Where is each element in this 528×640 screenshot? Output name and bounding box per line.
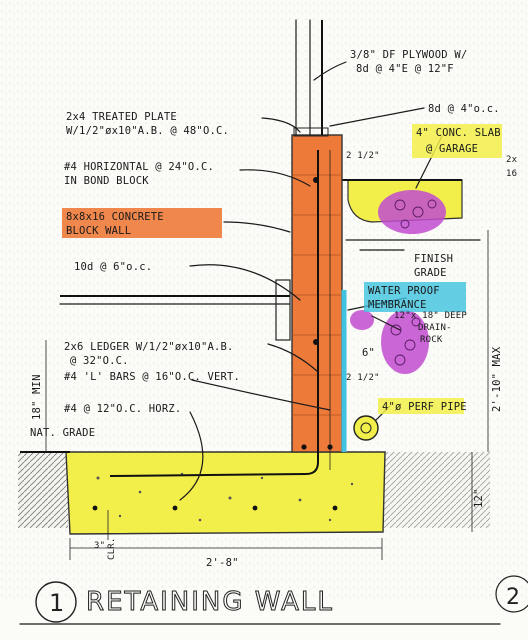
perf-pipe-inner [360, 422, 372, 434]
label-vert-bars: #4 'L' BARS @ 16"O.C. VERT. [64, 371, 240, 383]
detail-number-2: 2 [506, 585, 520, 610]
label-dim-3: 3" [94, 541, 105, 551]
detail-number: 1 [49, 589, 64, 617]
drawing-title: RETAINING WALL [86, 587, 334, 617]
drain-rock-pebbles [390, 199, 437, 366]
label-dim-2half: 2 1/2" [346, 373, 380, 383]
label-finish-grade-1: FINISH [414, 253, 453, 265]
label-plywood-1: 3/8" DF PLYWOOD W/ [350, 49, 467, 61]
label-ledger-2: @ 32"O.C. [70, 355, 129, 367]
label-treated-plate-1: 2x4 TREATED PLATE [66, 111, 177, 123]
label-block-wall-1: 8x8x16 CONCRETE [66, 211, 164, 223]
label-horizontal-1: #4 HORIZONTAL @ 24"O.C. [64, 161, 214, 173]
label-plate-dim: 2 1/2" [346, 151, 380, 161]
detail-bubble-2 [495, 575, 528, 613]
label-finish-grade-2: GRADE [414, 267, 447, 279]
dimension-lines [45, 230, 489, 560]
label-nailing-top: 8d @ 4"o.c. [428, 103, 500, 115]
label-dim-12: 12" [473, 488, 485, 508]
stud-wall-above [293, 19, 329, 137]
label-18-min: 18" MIN [31, 374, 43, 420]
label-drain-rock-1: 12"x 18" DEEP [394, 311, 467, 321]
label-ledger-1: 2x6 LEDGER W/1/2"øx10"A.B. [64, 341, 234, 353]
ledger [275, 279, 291, 341]
label-slab-edge-1: 2x [506, 155, 518, 165]
label-slab-edge-2: 16 [506, 169, 517, 179]
label-treated-plate-2: W/1/2"øx10"A.B. @ 48"O.C. [66, 125, 229, 137]
vertical-l-bar [109, 150, 319, 477]
label-plywood-2: 8d @ 4"E @ 12"F [356, 63, 454, 75]
label-membrane-1: WATER PROOF [368, 285, 440, 297]
label-dim-6: 6" [362, 347, 375, 359]
label-perf-pipe: 4"ø PERF PIPE [382, 401, 467, 413]
label-drain-rock-3: ROCK [420, 335, 443, 345]
native-soil-hatch [18, 452, 68, 528]
detail-bubble [35, 581, 77, 623]
label-nailing-mid: 10d @ 6"o.c. [74, 261, 152, 273]
perf-pipe [353, 415, 379, 441]
block-label-highlight [62, 208, 222, 238]
membrane-label-highlight [364, 282, 466, 312]
label-nat-grade: NAT. GRADE [30, 427, 95, 439]
label-horz-bars: #4 @ 12"O.C. HORZ. [64, 403, 181, 415]
label-horizontal-2: IN BOND BLOCK [64, 175, 149, 187]
pipe-label-highlight [378, 398, 464, 414]
label-drain-rock-2: DRAIN- [418, 323, 452, 333]
footing-aggregate [96, 472, 354, 522]
slab-label-highlight [412, 124, 502, 158]
footing [65, 451, 386, 535]
label-wall-height: 2'-10" MAX [491, 346, 503, 412]
annotations: 3/8" DF PLYWOOD W/ 8d @ 4"E @ 12"F 8d @ … [30, 49, 518, 569]
label-dim-clr: CLR. [107, 538, 117, 560]
label-conc-slab-1: 4" CONC. SLAB [416, 127, 501, 139]
label-membrane-2: MEMBRANCE [368, 299, 427, 311]
rebar-dots [92, 177, 338, 511]
leader-lines [179, 61, 443, 501]
label-block-wall-2: BLOCK WALL [66, 225, 131, 237]
label-conc-slab-2: @ GARAGE [426, 143, 478, 155]
label-footing-width: 2'-8" [206, 557, 239, 569]
title-block: 1 RETAINING WALL 2 [19, 575, 528, 625]
